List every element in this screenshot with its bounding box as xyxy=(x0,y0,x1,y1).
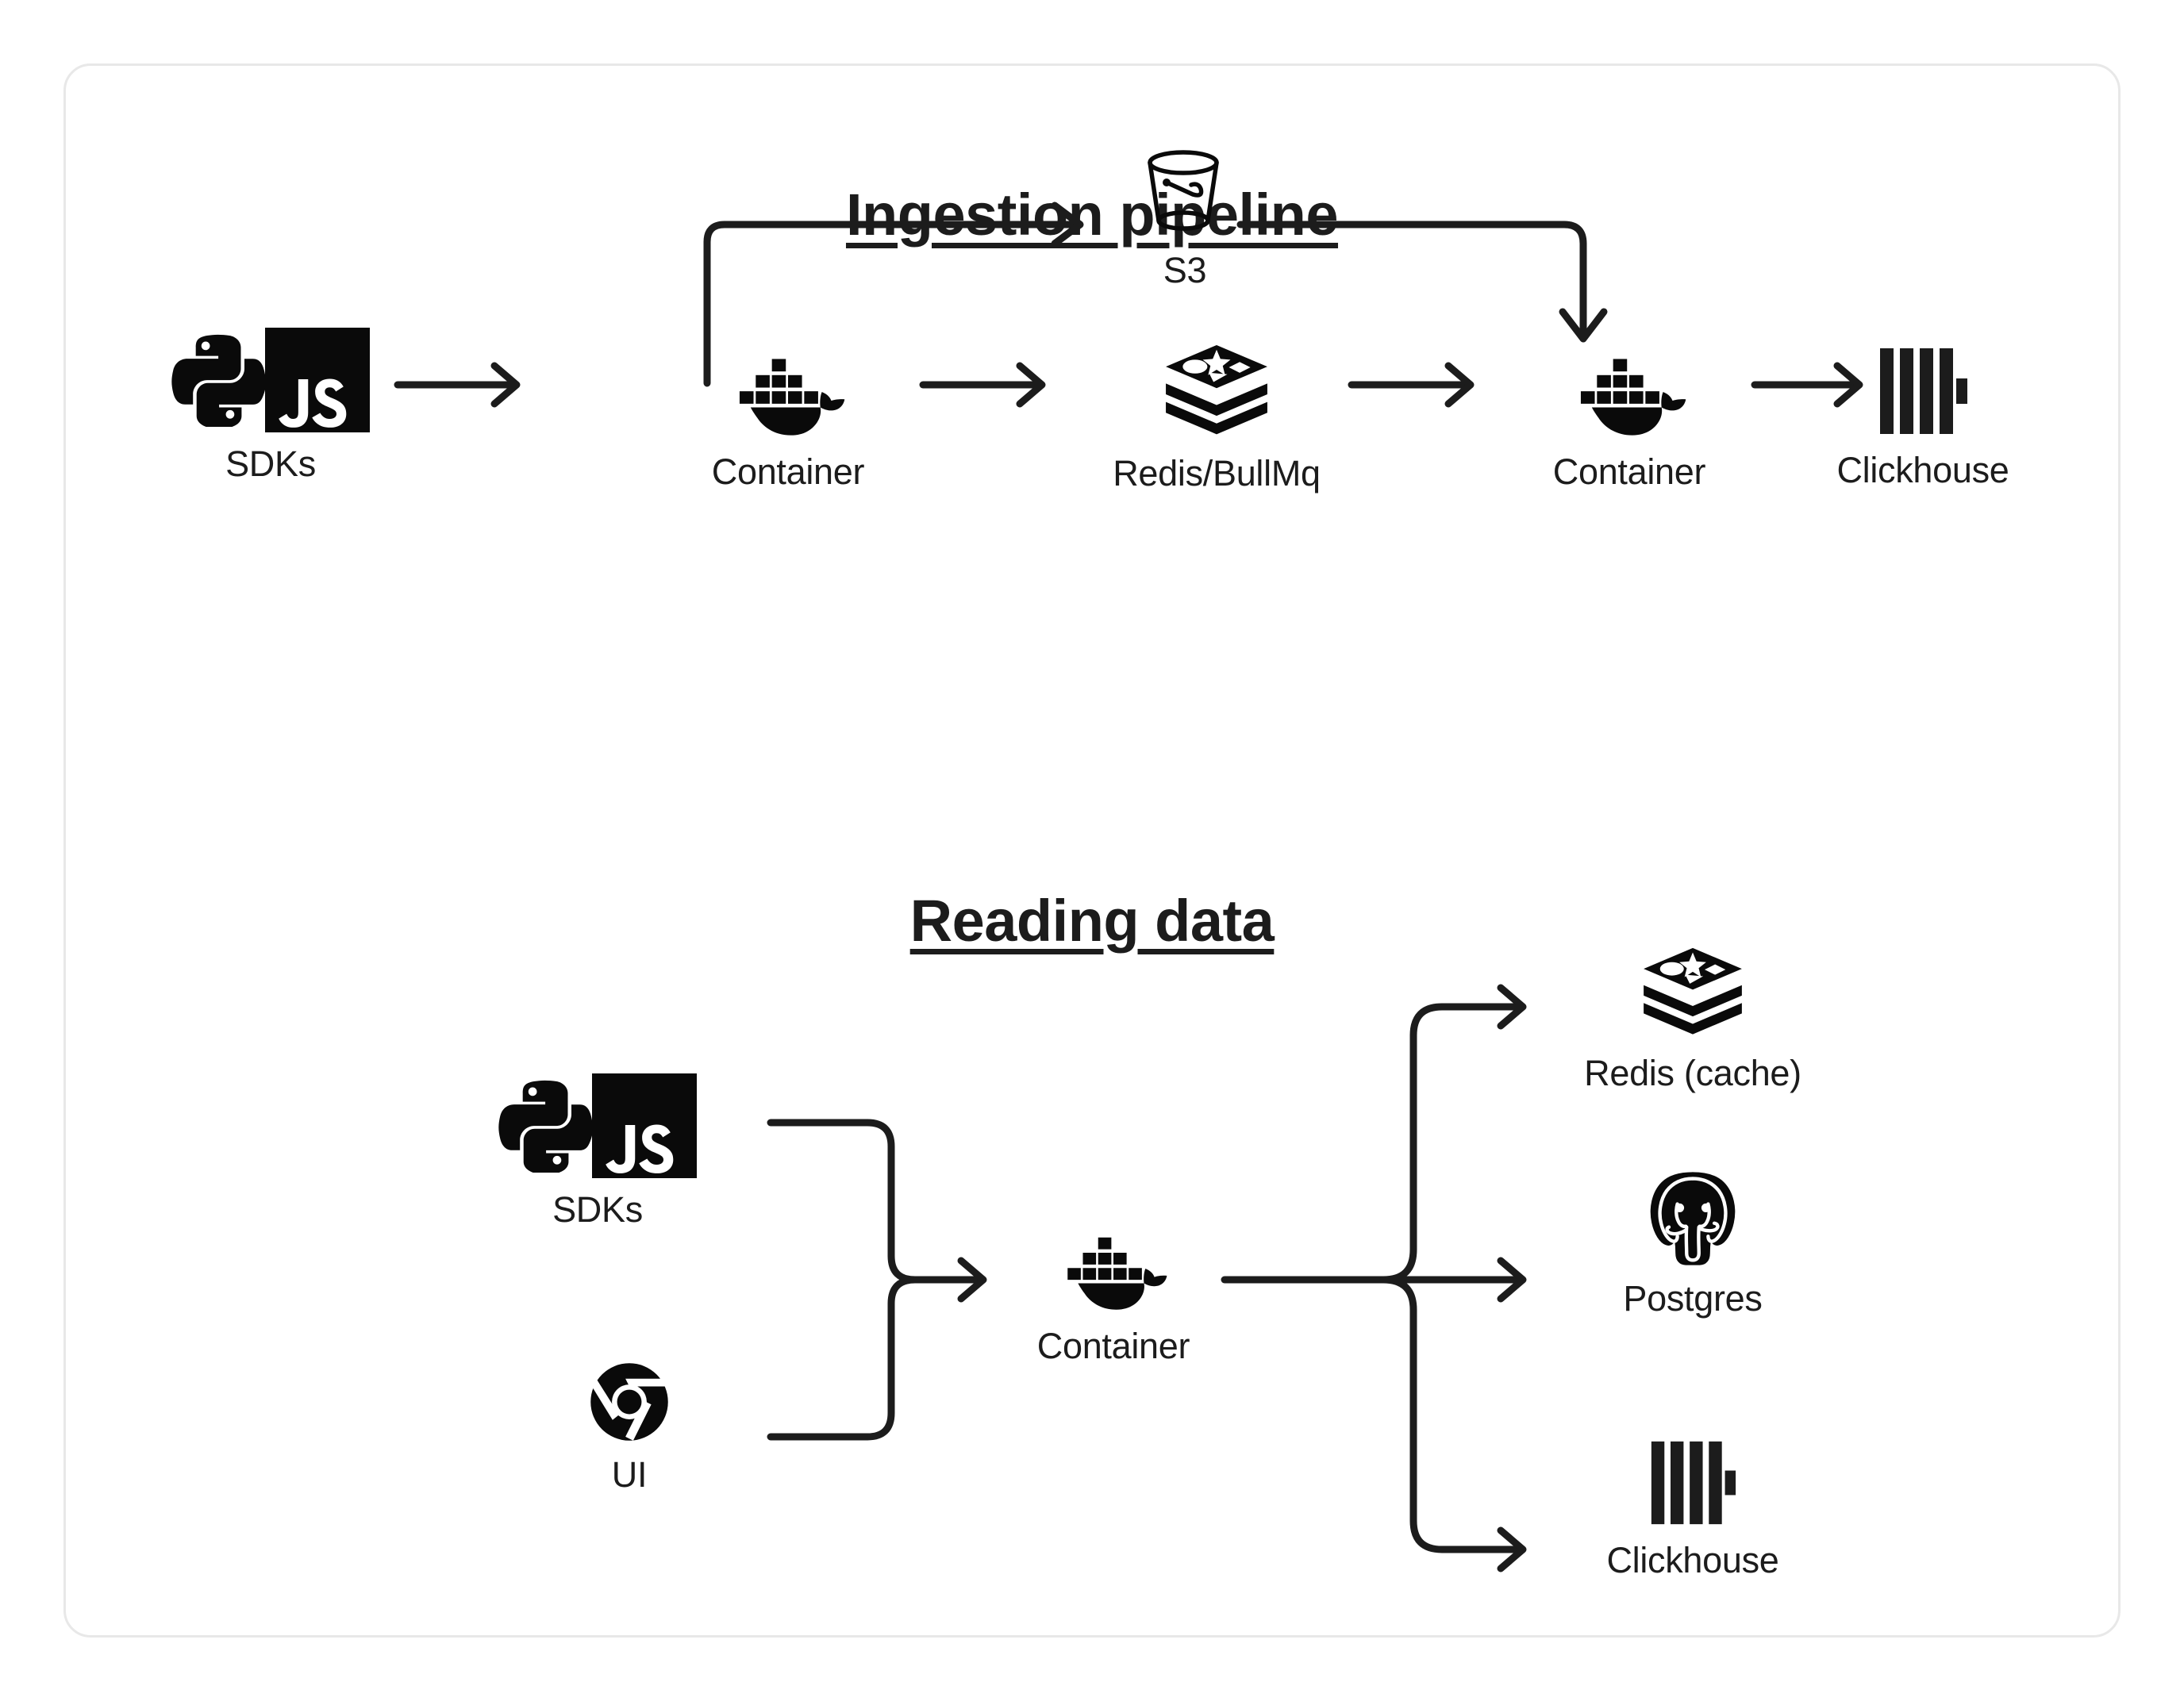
node-container-ingestion-2[interactable]: Container xyxy=(1526,345,1732,493)
clickhouse-bars-icon xyxy=(1648,1437,1737,1529)
diagram-card: Ingestion pipeline SDKs xyxy=(63,63,2121,1638)
node-redis-bullmq[interactable]: Redis/BullMq xyxy=(1098,344,1336,494)
node-ui[interactable]: UI xyxy=(558,1361,701,1496)
node-label: Clickhouse xyxy=(1606,1540,1779,1580)
node-sdks-ingestion[interactable]: SDKs xyxy=(167,328,374,485)
redis-stack-icon xyxy=(1640,946,1745,1042)
section-title-ingestion: Ingestion pipeline xyxy=(845,182,1339,248)
chrome-browser-icon xyxy=(588,1361,671,1443)
node-label: UI xyxy=(611,1454,648,1495)
postgres-elephant-icon xyxy=(1644,1169,1742,1267)
redis-stack-icon xyxy=(1162,344,1271,442)
node-s3[interactable]: S3 xyxy=(1098,145,1272,291)
edge-arrowhead xyxy=(1444,362,1475,408)
s3-bucket-icon xyxy=(1137,145,1232,239)
edge-arrowhead xyxy=(1559,308,1608,343)
edge-arrowhead xyxy=(1833,362,1863,408)
node-label: SDKs xyxy=(225,443,316,484)
node-clickhouse-reading[interactable]: Clickhouse xyxy=(1598,1437,1788,1581)
edge-branch-to-clickhouse xyxy=(1379,1276,1522,1553)
node-container-ingestion-1[interactable]: Container xyxy=(685,345,891,493)
edge-arrowhead xyxy=(1051,202,1084,248)
docker-whale-icon xyxy=(1058,1224,1169,1315)
python-js-sdk-icon xyxy=(171,328,370,432)
node-postgres[interactable]: Postgres xyxy=(1598,1169,1788,1319)
node-label: Postgres xyxy=(1623,1278,1763,1319)
node-label: Redis/BullMq xyxy=(1113,453,1321,493)
edge-container-to-s3 xyxy=(703,221,1078,387)
node-clickhouse-ingestion[interactable]: Clickhouse xyxy=(1804,344,2042,491)
node-label: SDKs xyxy=(552,1189,643,1230)
ingestion-connectors xyxy=(394,202,1863,408)
docker-whale-icon xyxy=(1571,345,1688,440)
edge-arrowhead xyxy=(490,362,521,408)
edge-arrowhead xyxy=(1497,1257,1527,1303)
edge-arrowhead xyxy=(1497,984,1527,1030)
node-label: Container xyxy=(1036,1326,1190,1366)
edge-sdks-to-container xyxy=(767,1119,982,1284)
clickhouse-bars-icon xyxy=(1877,344,1969,439)
edge-branch-to-redis xyxy=(1379,1003,1522,1284)
section-title-reading: Reading data xyxy=(909,888,1275,954)
node-label: Container xyxy=(1552,451,1706,492)
node-label: S3 xyxy=(1163,250,1207,290)
node-label: Clickhouse xyxy=(1836,450,2009,490)
edge-s3-to-container xyxy=(1236,221,1587,336)
python-js-sdk-icon xyxy=(498,1073,697,1178)
node-label: Container xyxy=(711,451,865,492)
node-label: Redis (cache) xyxy=(1584,1053,1801,1093)
node-container-reading[interactable]: Container xyxy=(1010,1224,1217,1367)
edge-ui-to-container xyxy=(767,1276,982,1441)
docker-whale-icon xyxy=(729,345,847,440)
node-sdks-reading[interactable]: SDKs xyxy=(494,1073,701,1231)
edge-arrowhead xyxy=(1497,1526,1527,1572)
reading-connectors xyxy=(767,984,1527,1572)
node-redis-cache[interactable]: Redis (cache) xyxy=(1558,946,1828,1094)
edge-arrowhead xyxy=(957,1257,987,1303)
edge-arrowhead xyxy=(1016,362,1046,408)
